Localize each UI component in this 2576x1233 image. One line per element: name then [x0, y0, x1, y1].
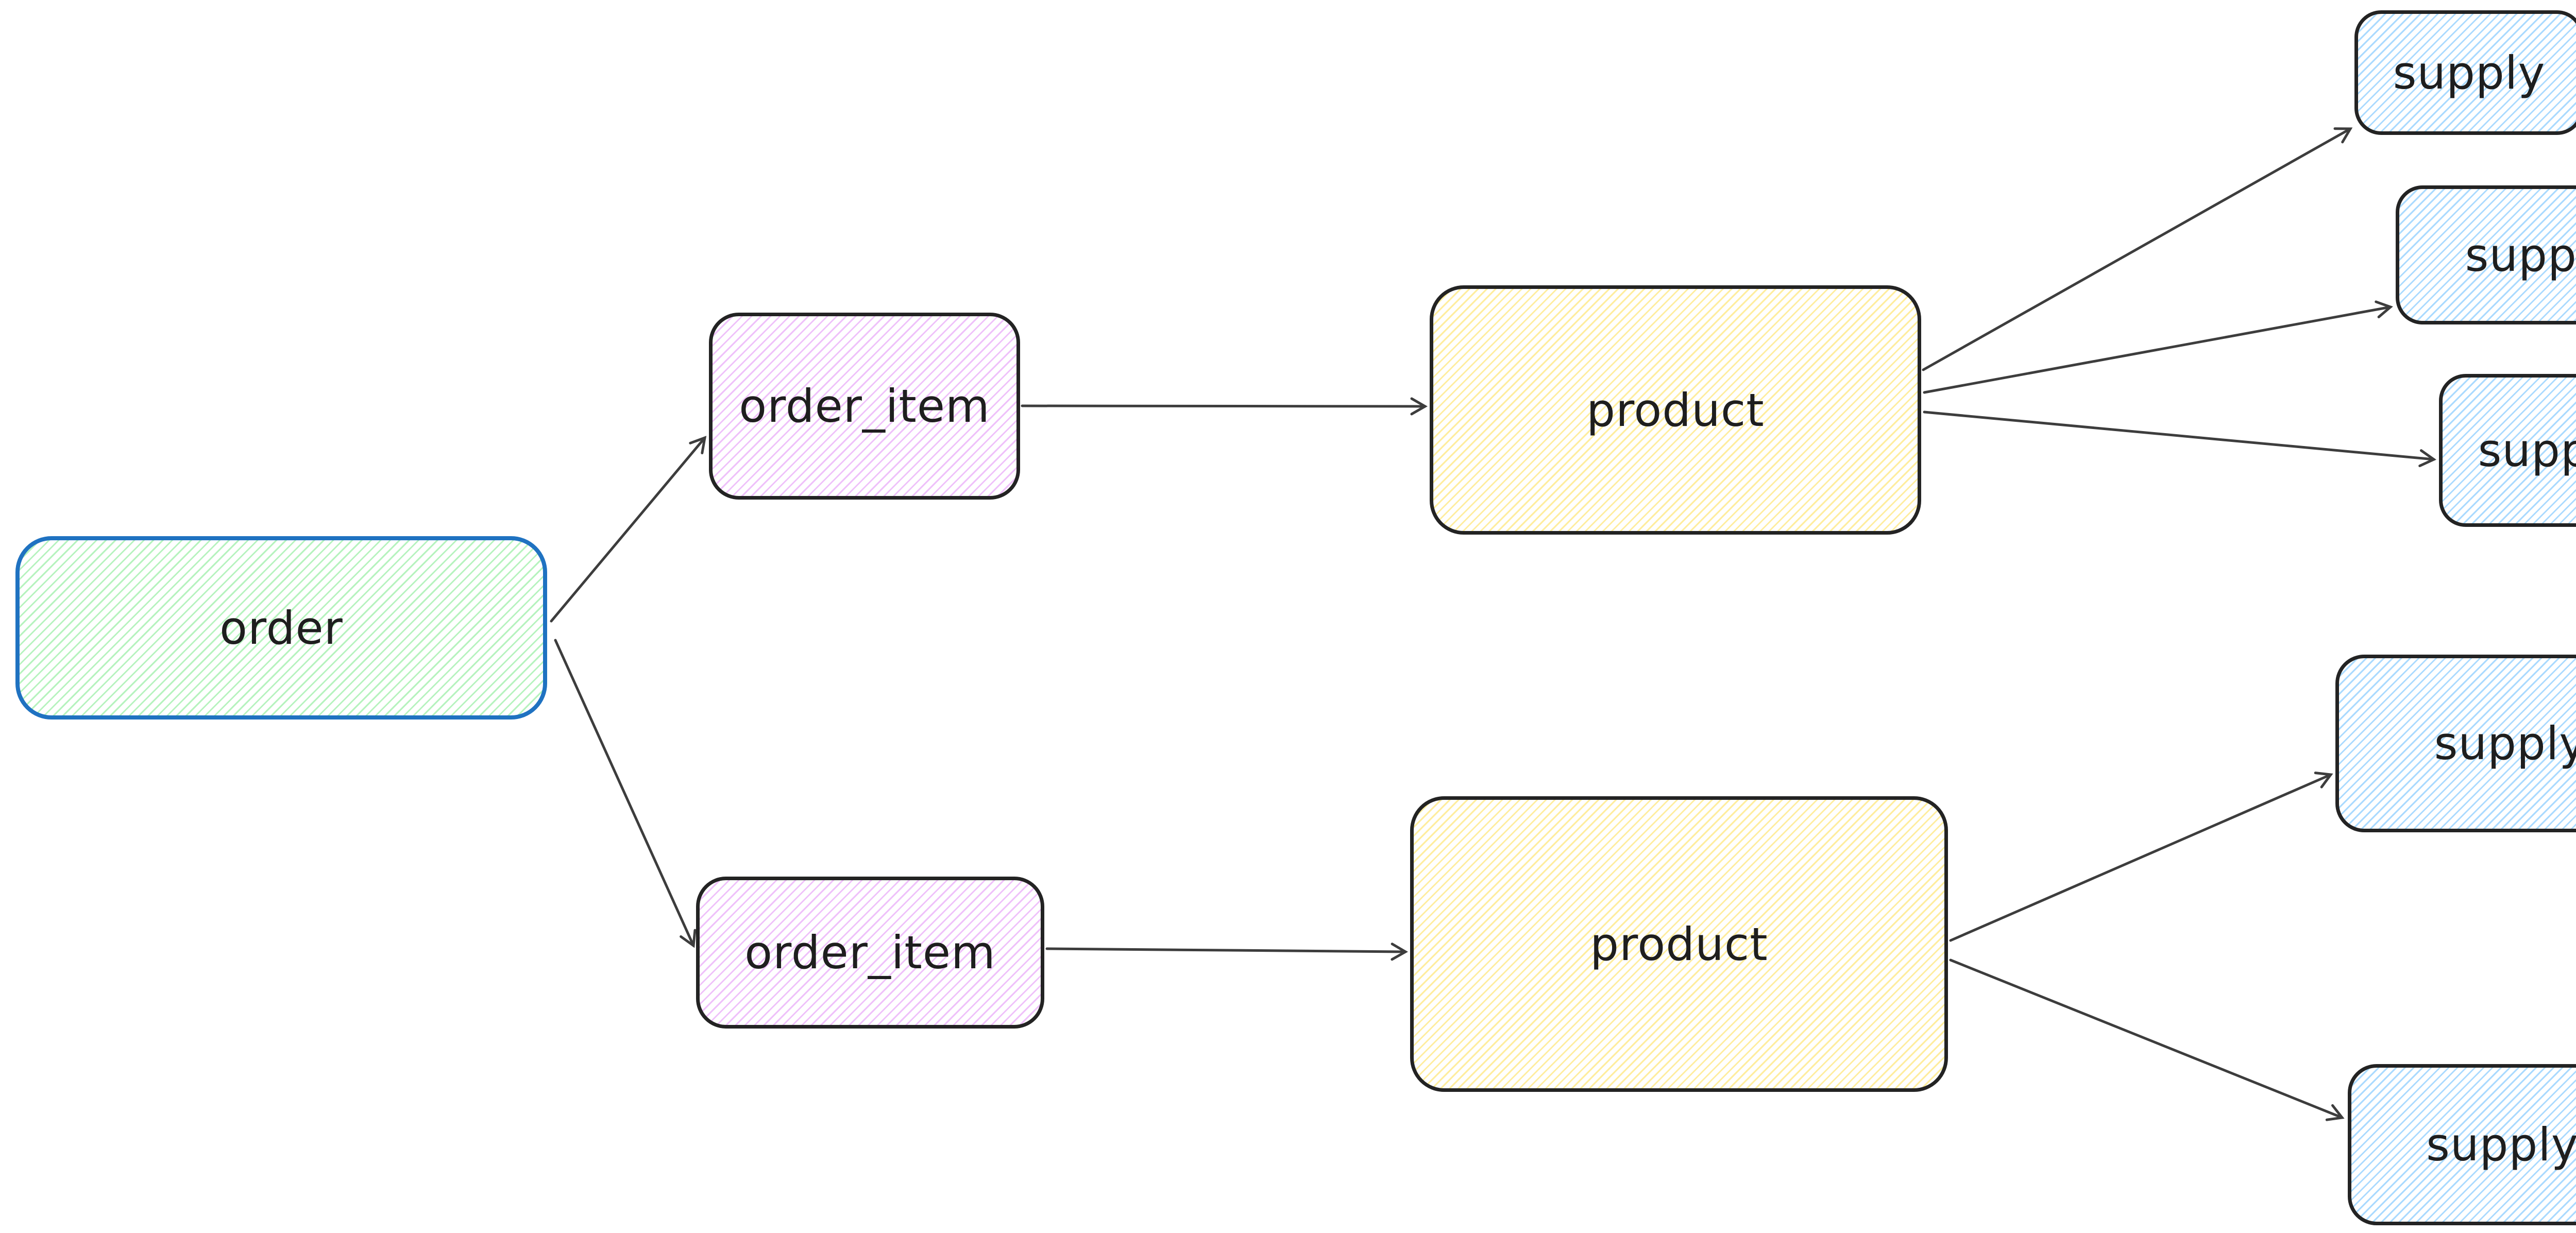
arrow-order-to-orderitem2[interactable]: [554, 639, 697, 948]
node-supply-5[interactable]: supply: [2348, 1064, 2576, 1225]
arrow-orderitem2-to-product2[interactable]: [1045, 943, 1409, 961]
node-supply-3[interactable]: supply: [2439, 374, 2576, 527]
arrow-product1-to-supply1[interactable]: [1922, 127, 2353, 371]
node-order-item-bottom-label: order_item: [744, 926, 996, 979]
arrow-product2-to-supply4[interactable]: [1949, 772, 2333, 942]
node-product-bottom-label: product: [1590, 917, 1768, 971]
node-product-top[interactable]: product: [1430, 285, 1921, 535]
node-supply-5-label: supply: [2426, 1118, 2576, 1171]
node-supply-4[interactable]: supply: [2335, 655, 2576, 832]
node-supply-3-label: supply: [2478, 424, 2576, 477]
node-supply-1[interactable]: supply: [2354, 10, 2576, 135]
node-order-label: order: [219, 601, 343, 655]
node-supply-2[interactable]: supply: [2396, 185, 2576, 324]
node-order-item-top-label: order_item: [739, 380, 990, 433]
arrow-product1-to-supply3[interactable]: [1923, 410, 2436, 468]
node-supply-2-label: supply: [2465, 228, 2576, 282]
node-order-item-bottom[interactable]: order_item: [696, 877, 1044, 1029]
node-supply-4-label: supply: [2434, 717, 2576, 770]
arrow-product1-to-supply2[interactable]: [1923, 300, 2393, 394]
node-order[interactable]: order: [15, 536, 547, 720]
node-product-top-label: product: [1586, 383, 1765, 437]
arrow-order-to-orderitem1[interactable]: [550, 436, 707, 623]
node-order-item-top[interactable]: order_item: [709, 313, 1020, 500]
node-product-bottom[interactable]: product: [1410, 796, 1948, 1092]
node-supply-1-label: supply: [2393, 46, 2546, 99]
arrow-product2-to-supply5[interactable]: [1949, 958, 2345, 1121]
